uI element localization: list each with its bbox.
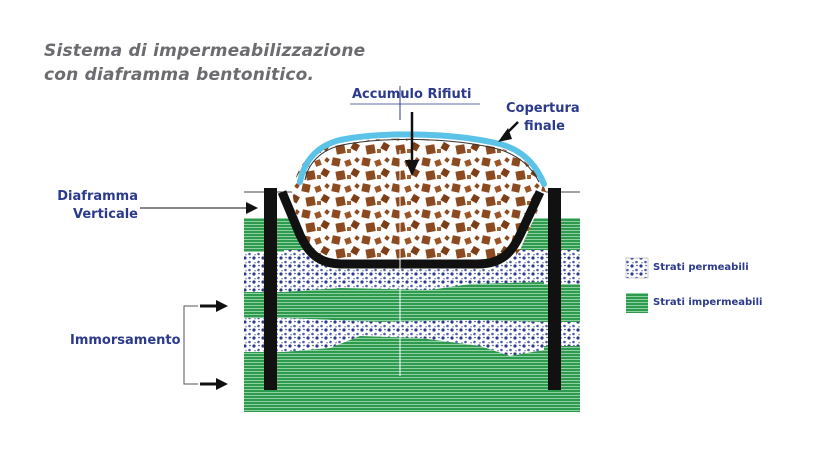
permeable-layer xyxy=(284,318,544,356)
diaphragm-label-line-1: Diaframma xyxy=(57,189,138,204)
diaphragm-arrow-head xyxy=(246,202,258,214)
bottom-liner xyxy=(277,190,545,269)
embedding-label: Immorsamento xyxy=(70,333,181,348)
vertical-diaphragm-right xyxy=(548,188,561,390)
impermeable-layer xyxy=(284,336,544,412)
impermeable-layer xyxy=(284,282,544,322)
embedding-arrow-head-bottom xyxy=(216,378,228,390)
cover-arrow-head xyxy=(498,128,512,142)
legend-swatch-impermeable xyxy=(626,293,648,313)
legend-label-impermeable: Strati impermeabili xyxy=(653,297,763,308)
diagram-title-line-1: Sistema di impermeabilizzazione xyxy=(44,41,366,61)
vertical-diaphragm-left xyxy=(264,188,277,390)
legend-label-permeable: Strati permeabili xyxy=(653,262,749,273)
waste-arrow-head xyxy=(405,160,419,176)
final-cover-outline xyxy=(304,138,540,183)
legend-swatch-permeable xyxy=(625,257,649,279)
diagram-title-line-2: con diaframma bentonitico. xyxy=(44,65,315,85)
final-cover xyxy=(297,131,547,187)
waste-label: Accumulo Rifiuti xyxy=(352,87,472,102)
diaphragm-label-line-2: Verticale xyxy=(73,207,138,222)
cover-label-line-2: finale xyxy=(524,119,565,134)
waste-mound xyxy=(292,138,546,266)
embedding-bracket xyxy=(183,305,198,385)
embedding-arrow-head-top xyxy=(216,300,228,312)
cover-label-line-1: Copertura xyxy=(506,101,580,116)
